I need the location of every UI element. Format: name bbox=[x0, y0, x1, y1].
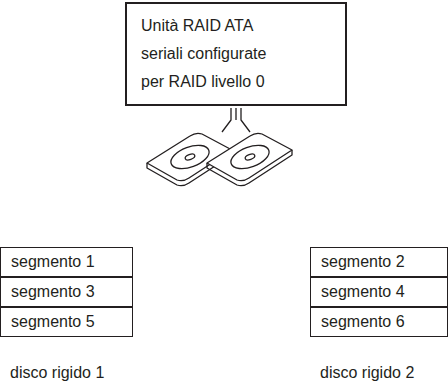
disk-left-platter bbox=[168, 141, 212, 173]
stripe-cell: segmento 3 bbox=[0, 277, 133, 307]
disk-right bbox=[207, 133, 292, 180]
raid-box: Unità RAID ATA seriali configurate per R… bbox=[125, 2, 347, 106]
cable bbox=[222, 108, 250, 132]
raid-disks bbox=[147, 108, 292, 186]
stripe-cell: segmento 1 bbox=[0, 247, 133, 277]
stripe-cell: segmento 4 bbox=[310, 277, 448, 307]
stripe-cell: segmento 6 bbox=[310, 307, 448, 337]
stripe-cell: segmento 5 bbox=[0, 307, 133, 337]
disk-right-platter bbox=[228, 141, 272, 173]
box-text: Unità RAID ATA seriali configurate per R… bbox=[141, 12, 293, 96]
disk-label: disco rigido 1 bbox=[10, 363, 104, 383]
stripe-cell: segmento 2 bbox=[310, 247, 448, 277]
disk-left-spindle bbox=[184, 153, 195, 161]
disk-right-spindle bbox=[244, 153, 255, 161]
disk-label: disco rigido 2 bbox=[320, 363, 414, 383]
